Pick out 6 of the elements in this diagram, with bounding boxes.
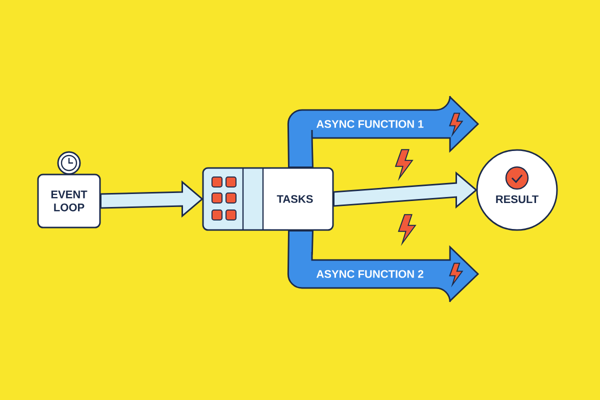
arrow <box>100 180 204 218</box>
task-box: TASKS <box>202 167 334 231</box>
event-box: EVENT LOOP <box>37 174 101 228</box>
edge-label: ASYNC FUNCTION 1 <box>315 119 425 129</box>
arrow <box>333 171 478 209</box>
edge-label: ASYNC FUNCTION 2 <box>315 269 425 279</box>
